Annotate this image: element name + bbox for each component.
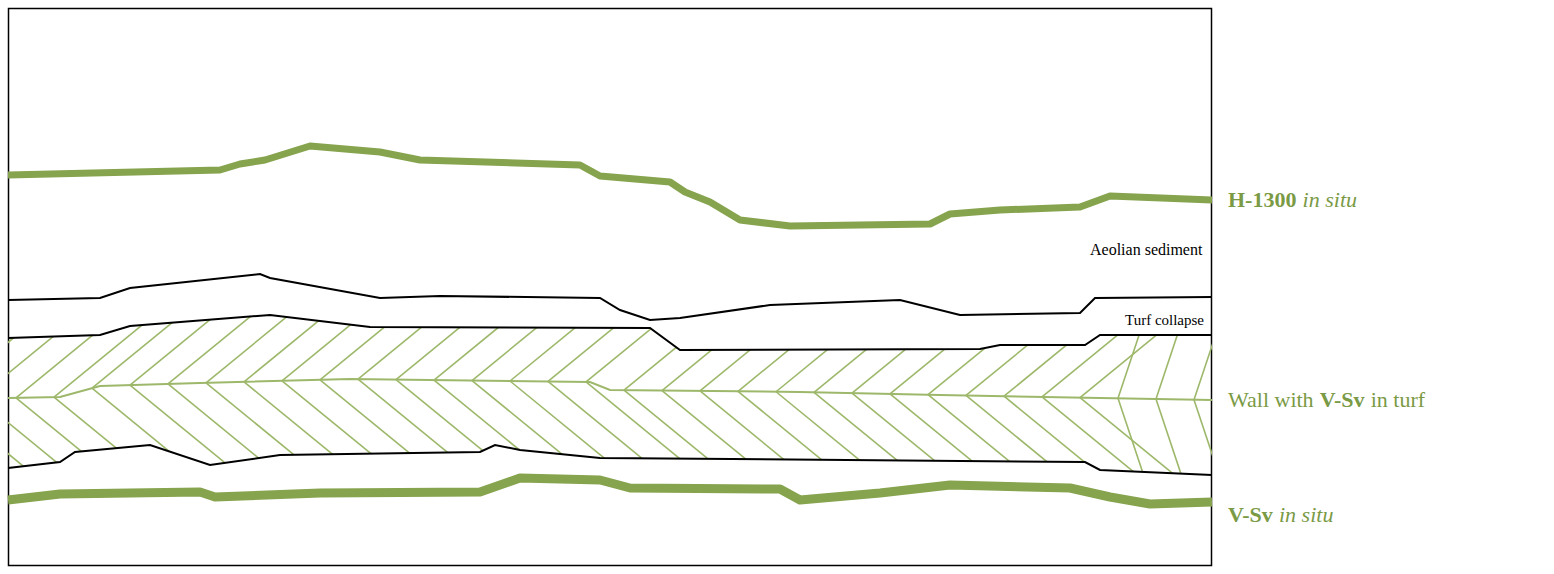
h1300-horizon [8,146,1212,226]
hatch-stroke [0,398,88,488]
wall-top [8,315,1212,350]
hatch-stroke [244,292,354,382]
hatch-stroke [92,388,202,478]
layer-label-line: Aeolian sediment [1088,241,1204,259]
hatch-stroke [966,395,1076,485]
turf-collapse-top [8,274,1212,320]
turf-hatching [0,289,1224,490]
horizon-label: H-1300 [1228,187,1296,213]
horizon-label-line: V-Svin situ [1228,502,1333,528]
hatch-stroke [586,292,696,382]
hatch-stroke [1156,399,1186,489]
hatch-stroke [1004,396,1114,486]
wall-bottom [8,445,1212,475]
wall-label: V-Sv [1320,387,1365,413]
layer-label: Turf collapse [1123,312,1206,329]
hatch-stroke [206,293,316,383]
hatch-stroke [890,394,1000,484]
wall-label: in turf [1371,387,1425,413]
horizon-label: in situ [1303,187,1357,213]
layer-label: Aeolian sediment [1088,241,1204,259]
hatch-stroke [54,397,164,487]
horizon-label: V-Sv [1228,502,1273,528]
wall-seam [8,379,1212,400]
hatch-stroke [928,395,1038,485]
wall-label: Wall with [1228,387,1314,413]
wall-label-line: Wall withV-Svin turf [1228,387,1425,413]
hatch-stroke [1042,397,1152,487]
hatch-stroke [130,295,240,385]
hatch-stroke [92,298,202,388]
layer-label-line: Turf collapse [1123,312,1206,329]
hatch-stroke [1118,398,1148,488]
horizon-label-line: H-1300 in situ [1228,187,1357,213]
hatch-stroke [0,398,50,488]
hatch-stroke [320,290,430,380]
horizon-label: in situ [1279,502,1333,528]
frame [9,9,1212,566]
hatch-stroke [814,392,924,482]
hatch-stroke [282,291,392,381]
hatch-stroke [16,308,126,398]
vsv-horizon [8,478,1212,504]
hatch-stroke [0,308,50,398]
hatch-stroke [852,393,962,483]
hatch-stroke [168,294,278,384]
hatch-stroke [0,308,88,398]
hatch-stroke [1194,400,1224,490]
